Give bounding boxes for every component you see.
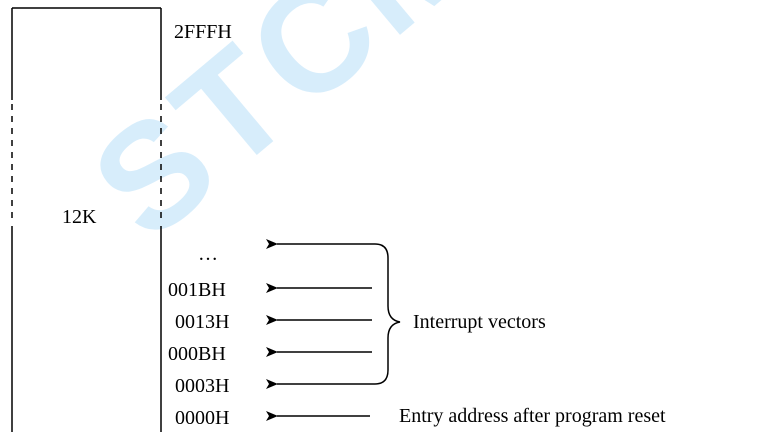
address-label-000bh: 000BH [168,343,226,365]
address-label-0000h: 0000H [175,407,230,429]
address-label-001bh: 001BH [168,279,226,301]
top-address-label: 2FFFH [174,21,232,43]
interrupt-vectors-brace [374,243,401,385]
address-label-0003h: 0003H [175,375,230,397]
address-label-ellipsis: … [198,243,218,265]
reset-entry-label: Entry address after program reset [399,405,666,427]
memory-size-label: 12K [62,206,97,228]
interrupt-vectors-label: Interrupt vectors [413,311,546,333]
vector-arrows [266,239,375,421]
address-label-0013h: 0013H [175,311,230,333]
